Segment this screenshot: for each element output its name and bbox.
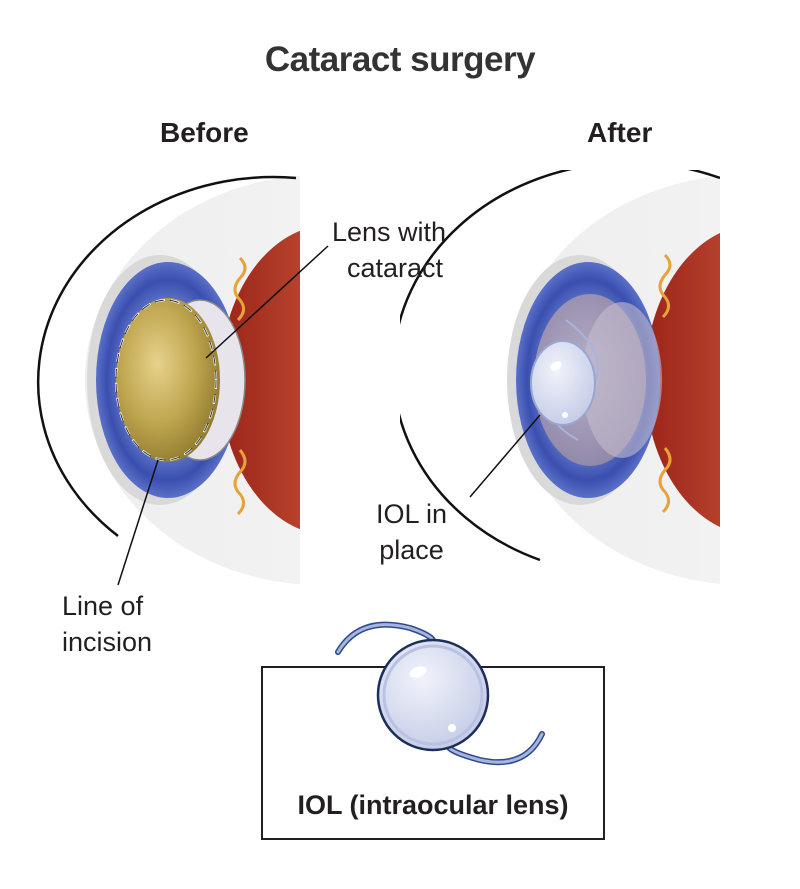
label-iol-in-place: IOL in place [376,499,448,565]
inset-caption: IOL (intraocular lens) [297,790,569,820]
iol-leader-line [469,414,541,498]
diagram-title: Cataract surgery [264,40,536,79]
before-retina [220,230,300,530]
label-lens-with-cataract: Lens with cataract [332,217,447,283]
before-sclera-outline [36,175,297,537]
after-sclera-outline [400,170,720,562]
incision-leader-line [117,459,159,586]
after-iol [530,340,596,426]
after-heading: After [587,117,653,148]
after-eye [400,170,720,584]
iol-icon [335,621,545,766]
before-heading: Before [160,117,249,148]
before-eye [36,175,300,585]
label-line-of-incision: Line of incision [62,591,153,657]
before-cataract-lens [116,298,220,462]
lens-leader-line [205,245,329,359]
after-retina [645,233,720,527]
